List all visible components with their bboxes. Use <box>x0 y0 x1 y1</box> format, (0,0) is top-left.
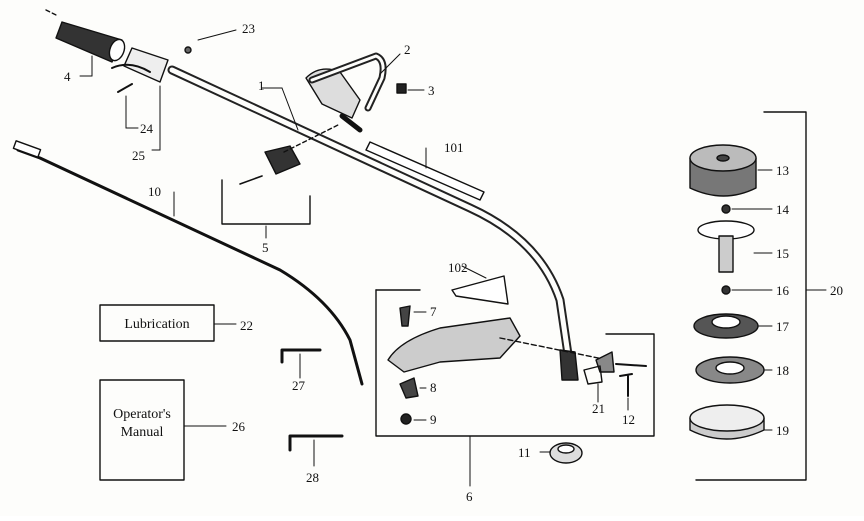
head-group-bracket <box>695 111 807 481</box>
adapter-nut-part <box>549 442 583 464</box>
screw-12 <box>619 373 633 397</box>
bracket-8 <box>399 377 419 399</box>
callout-17: 17 <box>776 319 790 334</box>
grip-tube-part <box>45 9 126 63</box>
callout-8: 8 <box>430 380 437 395</box>
bracket-5 <box>221 179 311 225</box>
lubrication-label: Lubrication <box>124 317 189 332</box>
nut-part <box>396 83 407 94</box>
callout-22: 22 <box>240 318 253 333</box>
callout-12: 12 <box>622 412 635 427</box>
callout-10: 10 <box>148 184 161 199</box>
callout-23: 23 <box>242 21 255 36</box>
callout-14: 14 <box>776 202 790 217</box>
operators-manual-box <box>99 379 185 481</box>
callout-20: 20 <box>830 283 843 298</box>
shaft-housing-part <box>167 65 579 381</box>
decal-part <box>451 275 509 305</box>
callout-101: 101 <box>444 140 464 155</box>
callout-18: 18 <box>776 363 789 378</box>
callout-5: 5 <box>262 240 269 255</box>
callout-21: 21 <box>592 401 605 416</box>
knob-part <box>239 123 341 185</box>
callout-2: 2 <box>404 42 411 57</box>
callout-7: 7 <box>430 304 437 319</box>
clamp-21 <box>583 365 603 385</box>
guard-part <box>387 317 647 373</box>
callout-13: 13 <box>776 163 789 178</box>
manual-label-line2: Manual <box>121 425 164 440</box>
drive-shaft-part <box>12 140 364 386</box>
callout-19: 19 <box>776 423 789 438</box>
callout-27: 27 <box>292 378 306 393</box>
screw-7 <box>399 305 411 327</box>
protector-part <box>365 141 485 201</box>
callout-15: 15 <box>776 246 789 261</box>
manual-label-line1: Operator's <box>113 407 171 422</box>
callout-4: 4 <box>64 69 71 84</box>
hex-wrench-28 <box>288 434 344 452</box>
callout-11: 11 <box>518 445 531 460</box>
callout-28: 28 <box>306 470 319 485</box>
nut-9 <box>400 413 412 425</box>
callout-24: 24 <box>140 121 154 136</box>
callout-1: 1 <box>258 78 265 93</box>
callout-3: 3 <box>428 83 435 98</box>
callout-26: 26 <box>232 419 246 434</box>
handle-part <box>305 52 387 133</box>
lubrication-box <box>99 304 215 342</box>
callout-6: 6 <box>466 489 473 504</box>
callout-9: 9 <box>430 412 437 427</box>
callout-25: 25 <box>132 148 145 163</box>
hex-wrench-27 <box>280 348 322 364</box>
callout-102: 102 <box>448 260 468 275</box>
throttle-housing-part <box>111 46 192 93</box>
callout-16: 16 <box>776 283 790 298</box>
trimmer-head-assembly <box>689 144 765 440</box>
guard-group-bracket <box>375 289 655 437</box>
